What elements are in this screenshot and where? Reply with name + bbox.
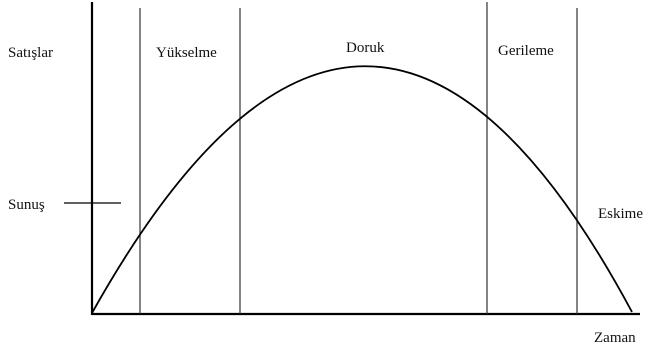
y-axis-label: Satışlar — [8, 45, 53, 61]
stage-label-decline: Gerileme — [498, 43, 554, 59]
stage-label-obsolescence: Eskime — [598, 206, 643, 222]
stage-label-peak: Doruk — [346, 40, 385, 56]
entry-label: Sunuş — [8, 197, 45, 213]
stage-label-growth: Yükselme — [156, 45, 217, 61]
sales-curve — [91, 65, 633, 314]
x-axis-label: Zaman — [594, 330, 636, 346]
